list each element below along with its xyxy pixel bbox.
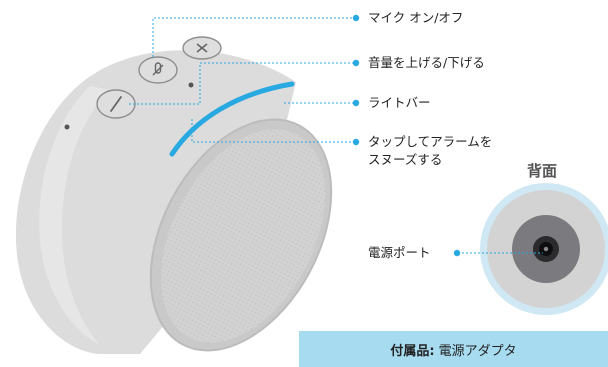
snooze-label-line2: スヌーズする xyxy=(368,152,443,167)
lightbar-label: ライトバー xyxy=(368,95,431,110)
accessory-value: 電源アダプタ xyxy=(438,343,517,359)
snooze-leader-dot xyxy=(352,138,360,146)
power-leader-dot xyxy=(453,249,461,257)
mic-off-icon xyxy=(152,62,164,76)
top-dot-1 xyxy=(188,82,194,88)
back-view xyxy=(480,183,608,315)
mic-leader xyxy=(152,17,355,57)
volume-label: 音量を上げる/下げる xyxy=(368,55,485,70)
snooze-label-line1: タップしてアラームを xyxy=(368,134,493,149)
volume-leader-dot xyxy=(352,59,360,67)
back-view-title: 背面 xyxy=(527,162,558,180)
power-port-label: 電源ポート xyxy=(368,245,431,260)
speaker-dome xyxy=(15,50,297,355)
accessory-label: 付属品: xyxy=(390,343,435,359)
mic-leader-dot xyxy=(352,14,360,22)
volume-leader xyxy=(129,62,355,105)
volume-down-icon xyxy=(110,96,122,112)
accessory-box: 付属品: 電源アダプタ xyxy=(299,331,608,367)
dome-highlight xyxy=(39,86,110,345)
power-port xyxy=(533,236,559,262)
top-dot-2 xyxy=(64,124,70,130)
volume-up-button[interactable] xyxy=(182,36,222,60)
lightbar-leader-dot xyxy=(352,99,360,107)
speaker-grille xyxy=(160,129,326,343)
light-bar xyxy=(169,81,295,157)
volume-up-icon xyxy=(196,43,208,53)
mic-button[interactable] xyxy=(138,56,178,84)
mic-label: マイク オン/オフ xyxy=(368,10,464,25)
